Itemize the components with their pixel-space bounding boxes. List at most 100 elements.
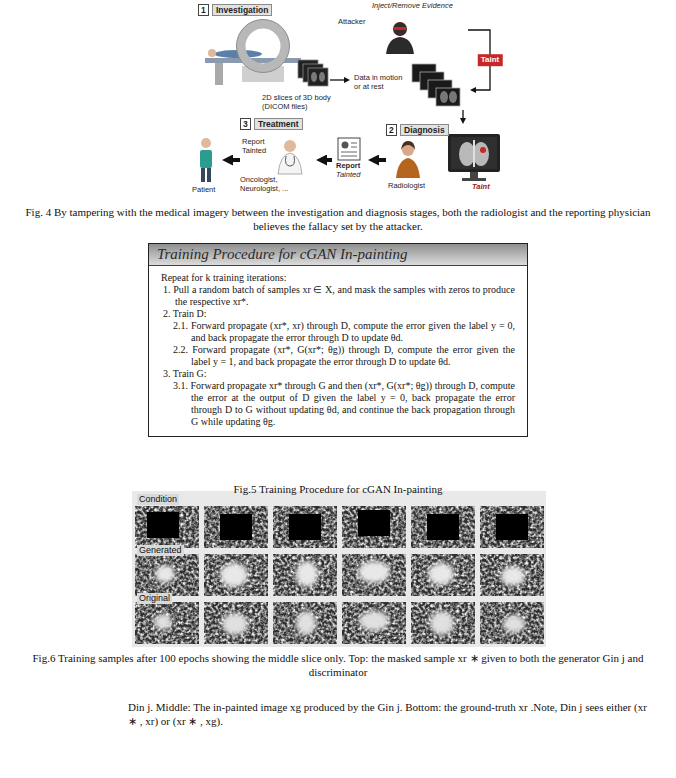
doctor-figure bbox=[278, 140, 302, 174]
tile-ground bbox=[273, 602, 337, 644]
figure-label: Report Tainted bbox=[242, 138, 274, 155]
tile-noise bbox=[342, 554, 406, 596]
xray-spine bbox=[473, 140, 475, 167]
stage-panel: 3TreatmentOncologist, Neurologist, ... bbox=[240, 118, 316, 196]
algorithm-substep: 2.1. Forward propagate (xr*, xr) through… bbox=[149, 320, 527, 344]
row-label: Original bbox=[137, 593, 172, 604]
sample-tile bbox=[204, 506, 268, 548]
tile-ground bbox=[135, 602, 199, 644]
grid-ground bbox=[132, 491, 546, 647]
sample-tile bbox=[342, 602, 406, 644]
lung-shape bbox=[319, 72, 325, 82]
algorithm-substep: 2.2. Forward propagate (xr*, G(xr*; θg))… bbox=[149, 344, 527, 368]
lung-shape bbox=[440, 91, 448, 103]
sample-tile bbox=[411, 554, 475, 596]
figure-caption: Fig. 4 By tampering with the medical ima… bbox=[8, 205, 668, 233]
figure-caption: Din j. Middle: The in-painted image xg p… bbox=[128, 700, 658, 728]
tile-ground bbox=[204, 506, 268, 548]
patient-torso bbox=[200, 150, 212, 168]
sample-tile bbox=[411, 602, 475, 644]
tile-noise bbox=[135, 602, 199, 644]
tile-noise bbox=[204, 554, 268, 596]
lesion-blob bbox=[296, 611, 316, 635]
xray-lung bbox=[459, 142, 475, 166]
data-stack: Data in motion or at rest bbox=[350, 62, 470, 110]
sample-tile bbox=[411, 506, 475, 548]
algorithm-line: Repeat for k training iterations: bbox=[149, 272, 527, 284]
tile-noise bbox=[411, 554, 475, 596]
sample-tile bbox=[273, 554, 337, 596]
monitor-stand bbox=[470, 172, 478, 178]
tile-ground bbox=[411, 554, 475, 596]
patient-figure bbox=[200, 138, 212, 182]
gantry-ring bbox=[241, 24, 285, 68]
mask-square bbox=[147, 512, 179, 538]
algorithm-step: 1. Pull a random batch of samples xr ∈ X… bbox=[149, 284, 527, 308]
lesion-blob bbox=[501, 566, 525, 586]
mask-square bbox=[358, 510, 390, 536]
patient-head bbox=[201, 138, 211, 148]
mask-square bbox=[220, 514, 252, 540]
report-sheet bbox=[338, 138, 360, 160]
tile-noise bbox=[480, 602, 544, 644]
row-label: Generated bbox=[137, 545, 184, 556]
lung-shape bbox=[311, 72, 317, 82]
flow-arrow bbox=[379, 158, 386, 162]
tile-ground bbox=[135, 554, 199, 596]
tile-noise bbox=[411, 506, 475, 548]
tile-noise bbox=[411, 602, 475, 644]
algorithm-step: 2. Train D: bbox=[149, 308, 527, 320]
gantry-edge bbox=[237, 20, 290, 73]
tainted-spot bbox=[480, 147, 486, 153]
actor-name: Patient bbox=[192, 186, 215, 195]
figure-label: 2D slices of 3D body (DICOM files) bbox=[262, 94, 342, 111]
attacker-head bbox=[393, 22, 407, 36]
report-icon: ReportTainted bbox=[332, 136, 368, 182]
stage-name: Investigation bbox=[212, 4, 272, 16]
tile-noise bbox=[342, 602, 406, 644]
figure-caption: Fig.5 Training Procedure for cGAN In-pai… bbox=[8, 482, 668, 496]
report-title: Report bbox=[336, 162, 360, 171]
sample-tile bbox=[135, 602, 199, 644]
lesion-blob bbox=[359, 611, 389, 631]
report-status: Tainted bbox=[336, 171, 360, 180]
attacker-figure: Inject/Remove EvidenceAttacker bbox=[338, 2, 468, 54]
bed-stand bbox=[215, 63, 223, 85]
patient-head bbox=[208, 49, 216, 57]
mask-square bbox=[289, 514, 321, 540]
sample-tile bbox=[135, 554, 199, 596]
doctor-coat bbox=[278, 153, 302, 174]
sample-grid bbox=[132, 491, 546, 647]
lesion-blob bbox=[222, 613, 248, 635]
lesion-blob bbox=[154, 614, 172, 630]
stage-name: Treatment bbox=[254, 118, 303, 130]
report-line bbox=[341, 152, 357, 153]
sample-tile bbox=[480, 602, 544, 644]
report-line bbox=[351, 143, 357, 144]
tile-ground bbox=[342, 554, 406, 596]
lesion-blob bbox=[503, 615, 525, 633]
patient-leg bbox=[207, 168, 211, 182]
report-line bbox=[351, 147, 357, 148]
sample-tile bbox=[273, 602, 337, 644]
tile-ground bbox=[204, 602, 268, 644]
radiologist-hair bbox=[401, 141, 415, 150]
edge-label: Taint bbox=[478, 54, 503, 66]
tile-noise bbox=[204, 602, 268, 644]
mask-square bbox=[427, 514, 459, 540]
sample-tile bbox=[342, 554, 406, 596]
stage-panel: 1Investigation bbox=[198, 4, 330, 92]
ct-scanner bbox=[205, 20, 301, 86]
tile-ground bbox=[135, 506, 199, 548]
monitor-base bbox=[462, 178, 486, 181]
tile-noise bbox=[273, 554, 337, 596]
tile-noise bbox=[273, 506, 337, 548]
ct-slice bbox=[436, 88, 460, 106]
algorithm-step: 3. Train G: bbox=[149, 368, 527, 380]
data-arrow bbox=[462, 110, 463, 118]
sample-tile bbox=[204, 554, 268, 596]
patient-leg bbox=[201, 168, 205, 182]
actor-name: Oncologist, Neurologist, ... bbox=[240, 176, 314, 193]
monitor-frame bbox=[448, 134, 500, 172]
tile-ground bbox=[342, 602, 406, 644]
